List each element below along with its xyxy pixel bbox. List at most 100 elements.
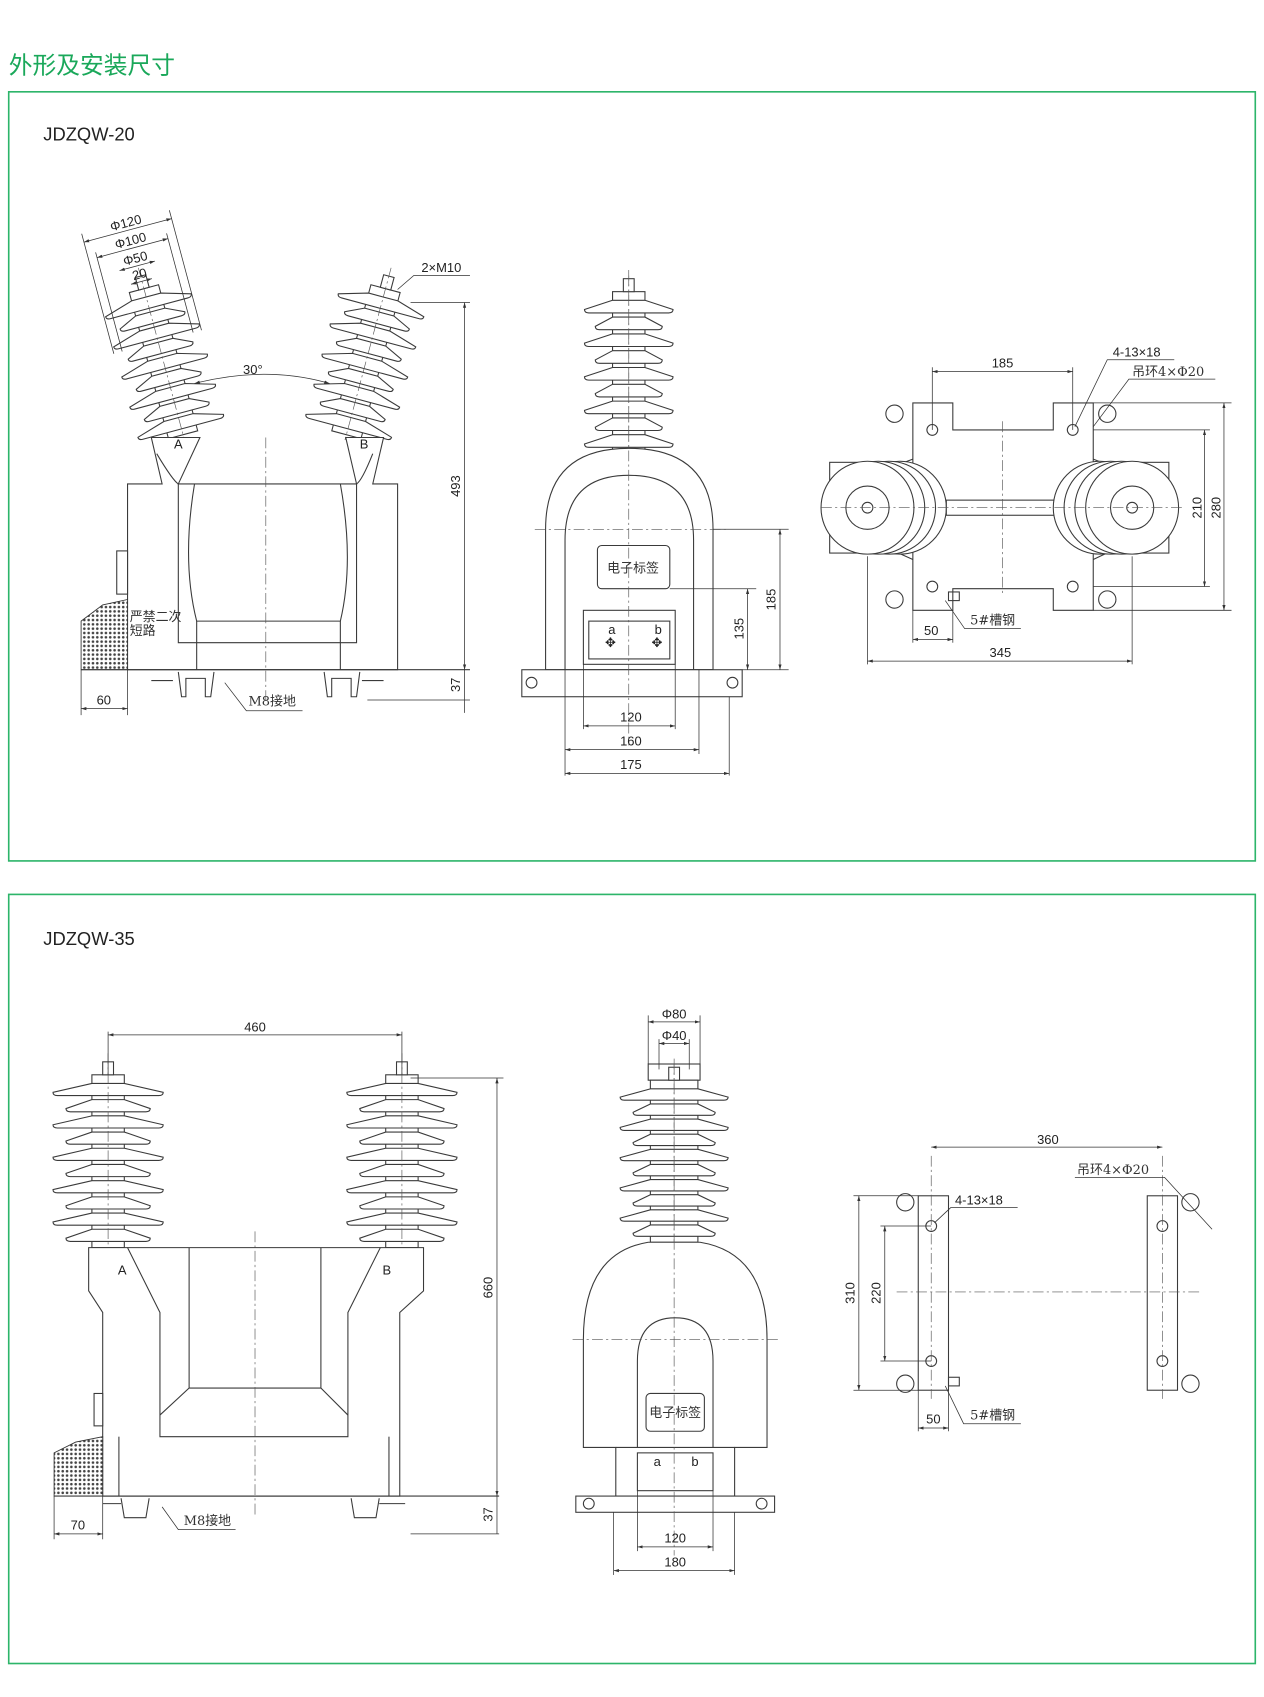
insulator-shed: [346, 1180, 458, 1194]
dim-50: 50: [924, 623, 938, 638]
bushing-neck: [156, 453, 374, 485]
insulator-shed: [52, 1082, 164, 1097]
front-view-20: 严禁二次 短路 30° A B Φ120 Φ100 Φ50 20: [80, 210, 470, 716]
dim-310: 310: [843, 1282, 858, 1304]
dim-345: 345: [990, 645, 1012, 660]
ground-label: M8接地: [249, 693, 296, 709]
electronic-label-plate: [645, 1392, 705, 1432]
dim-660: 660: [481, 1277, 496, 1299]
channel-steel-bolt: [947, 1376, 960, 1387]
terminal-b-label: b: [691, 1454, 698, 1469]
holes-label: 4-13×18: [955, 1192, 1003, 1207]
dim-135: 135: [731, 618, 746, 640]
channel-left: [917, 1195, 950, 1391]
insulator-shed: [583, 299, 674, 314]
panel-jdzqw-35: JDZQW-35 A B 460 660 37 70: [7, 893, 1257, 1665]
holes-label: 4-13×18: [1113, 344, 1161, 359]
lifting-ring-label: 吊环4×Φ20: [1077, 1163, 1149, 1178]
terminal-a-label: a: [608, 622, 616, 637]
insulator-shed: [619, 1148, 729, 1162]
dim-160: 160: [620, 733, 642, 748]
nameplate-side: [93, 1392, 104, 1427]
phase-b-label: B: [382, 1263, 391, 1278]
dim-phi50: Φ50: [121, 248, 149, 269]
insulator-b: [346, 1053, 458, 1254]
channel-steel-label: 5#槽钢: [970, 613, 1015, 628]
dim-280: 280: [1209, 497, 1224, 519]
insulator-shed: [632, 1224, 716, 1237]
insulator-shed: [359, 1099, 445, 1113]
insulator-shed: [346, 1082, 458, 1097]
insulator-shed: [135, 367, 202, 393]
insulator-shed: [52, 1180, 164, 1194]
angle-label: 30°: [243, 362, 263, 377]
panel-frame: [7, 893, 1257, 1665]
plan-view-35: 360 吊环4×Φ20 4-13×18 310 220 50 5#槽钢: [843, 1132, 1213, 1432]
lifting-rings: [885, 404, 1117, 609]
channel-steel-label: 5#槽钢: [970, 1408, 1015, 1423]
warning-text: 短路: [130, 623, 156, 639]
dim-360: 360: [1037, 1132, 1059, 1147]
dim-120: 120: [620, 710, 642, 725]
insulator-shed: [129, 382, 217, 410]
terminal-diameter-dims: Φ120 Φ100 Φ50 20: [81, 210, 202, 354]
dim-185: 185: [764, 589, 779, 611]
dim-20: 20: [131, 265, 149, 283]
insulator-shed: [313, 382, 401, 410]
dim-460: 460: [244, 1020, 266, 1035]
dim-phi80: Φ80: [662, 1007, 687, 1022]
terminal-b-label: b: [655, 622, 662, 637]
terminal-a-label: a: [654, 1454, 662, 1469]
dim-185-plan: 185: [992, 355, 1014, 370]
front-view-35: A B 460 660 37 70 M8接地: [52, 1020, 504, 1540]
dim-50: 50: [926, 1412, 940, 1427]
dim-210: 210: [1189, 497, 1204, 519]
insulator-shed: [113, 322, 200, 350]
insulator-shed: [65, 1099, 151, 1113]
body-frame: [177, 483, 358, 644]
phase-b-label: B: [360, 436, 369, 451]
insulator-shed: [619, 1088, 729, 1101]
body-outline: [582, 1241, 768, 1497]
section-title: 外形及安装尺寸: [9, 51, 175, 79]
transformer-body: [88, 1247, 425, 1497]
dim-493: 493: [448, 475, 463, 497]
ground-label: M8接地: [184, 1513, 231, 1529]
secondary-terminal-box: [80, 598, 128, 671]
electronic-label-text: 电子标签: [649, 1405, 701, 1421]
phase-a-label: A: [118, 1263, 127, 1278]
insulator-shed: [594, 417, 663, 432]
electronic-label-plate: [596, 544, 671, 590]
channel-steel-bolt: [947, 591, 960, 602]
insulator-shed: [319, 398, 386, 423]
insulator-shed: [327, 367, 394, 393]
base-plate: [575, 1495, 776, 1513]
dim-37: 37: [448, 678, 463, 692]
dim-phi40: Φ40: [662, 1028, 687, 1043]
plan-view-20: 185 4-13×18 吊环4×Φ20 210 280 50 5#槽钢 345: [820, 344, 1232, 665]
panel-jdzqw-20: JDZQW-20 严禁二次 短路 30° A B: [7, 91, 1257, 862]
terminal-a-icon: ✥: [605, 635, 616, 650]
insulator-shed: [329, 322, 417, 350]
insulator-a: [104, 267, 225, 441]
body-window: [188, 483, 348, 622]
dim-37: 37: [481, 1507, 496, 1521]
centerline: [344, 267, 392, 441]
side-view-20: 电子标签 a b ✥ ✥ 135 185 120 160 175: [521, 270, 789, 776]
base-plate: [521, 669, 743, 698]
phase-a-label: A: [174, 436, 183, 451]
lifting-ring-label: 吊环4×Φ20: [1132, 365, 1204, 380]
nameplate-side: [116, 550, 129, 595]
warning-text: 严禁二次: [130, 609, 182, 625]
dim-70: 70: [71, 1518, 85, 1533]
dim-180: 180: [664, 1554, 686, 1569]
bolt-label: 2×M10: [421, 260, 461, 275]
insulator-shed: [359, 1196, 445, 1210]
dim-175: 175: [620, 757, 642, 772]
dim-60: 60: [97, 692, 111, 707]
model-title: JDZQW-35: [43, 928, 134, 949]
terminal-b-icon: ✥: [651, 635, 662, 650]
centerline: [138, 267, 185, 441]
dim-120: 120: [664, 1531, 686, 1546]
